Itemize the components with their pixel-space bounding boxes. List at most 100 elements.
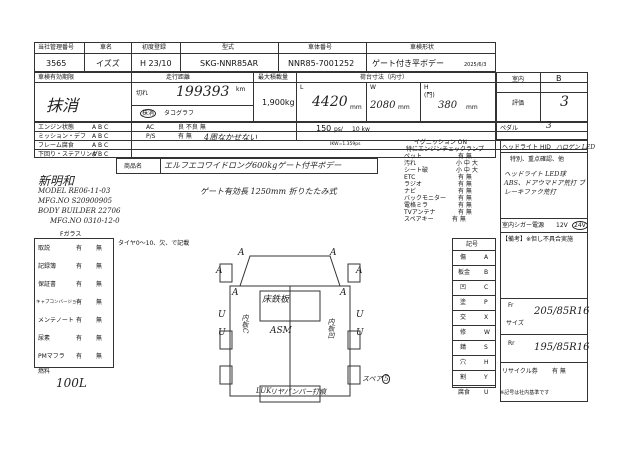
diagram-mark-4: U	[218, 328, 226, 338]
special-label: 特別、重点確認、他	[510, 156, 565, 163]
pedal-value: 3	[546, 121, 552, 131]
equip-sparekey: スペアキー有 無	[404, 216, 466, 223]
size-label: サイズ	[506, 320, 524, 327]
ac-label: AC	[146, 124, 155, 131]
status-mission-label: ミッション・デフ	[38, 133, 87, 140]
status-mission-opts: A B C	[92, 133, 109, 140]
recycle-label: リサイクル券	[502, 368, 538, 375]
rr-tire-size: 195/85R16	[534, 342, 590, 353]
mileage-unit: km	[236, 86, 246, 93]
sticker-opt-tacho: タコグラフ	[164, 110, 195, 117]
kire-label: 切れ	[136, 90, 149, 97]
left-notes: 新明和 MODEL RE06-11-03 MFG.NO S20900905 BO…	[38, 172, 218, 227]
equip-radio: ラジオ有 無	[404, 181, 472, 188]
check-pm: PMマフラ有無	[38, 353, 103, 360]
header-col-chassis: 車体番号	[308, 44, 333, 51]
fr-label: Fr	[508, 302, 514, 309]
status-under-opts: A B C	[92, 151, 109, 158]
ignition-sub: 特にエンジンチェックランプ	[406, 146, 484, 153]
legend-title: 記号	[466, 241, 479, 248]
diagram-mark-5: A	[356, 266, 363, 276]
cargo-h-value: 380	[438, 100, 458, 111]
checks-list: 取説有無 記録簿有無 保証書有無 キャブコンバージョン有無 メンテノート有無 尿…	[34, 240, 114, 366]
header-col-shape: 車検形状	[410, 44, 435, 51]
sticker-opt-cancel: 抹消	[140, 109, 157, 118]
check-urea: 尿素有無	[38, 335, 103, 342]
diagram-floor-note: 床鉄板	[262, 295, 290, 305]
car-name-value: イズズ	[96, 59, 120, 68]
diagram-mark-7: U	[356, 310, 364, 320]
cargo-l-value: 4420	[312, 94, 348, 110]
fr-tire-size: 205/85R16	[534, 306, 590, 317]
gate-note: ゲート有効長 1250mm 折りたたみ式	[200, 187, 337, 196]
ignition-title: イグニッション ON	[414, 139, 467, 146]
payload-label: 最大積載量	[258, 74, 289, 81]
mileage-label: 走行距離	[166, 74, 191, 81]
cargo-h-label: H	[424, 84, 429, 91]
equip-mirror: 電格ミラ有 無	[404, 202, 472, 209]
equip-backmonitor: バックモニター有 無	[404, 195, 472, 202]
diagram-mark-2: A	[238, 248, 245, 258]
rating-table	[496, 72, 588, 122]
cargo-w-unit: mm	[398, 104, 410, 111]
legend-table	[452, 238, 496, 388]
truck-diagram	[219, 255, 361, 403]
status-frame-label: フレーム腐食	[38, 142, 74, 149]
check-manual: 取説有無	[38, 245, 103, 252]
expiry-label: 車検有効期限	[38, 74, 75, 81]
diagram-rear-note: リヤバンパー打痕	[270, 388, 327, 396]
ps-value: 150	[316, 124, 332, 133]
footer-note: ※記号は社内基準です	[500, 390, 550, 396]
fuel-value: 100L	[56, 376, 87, 390]
remarks-label: 【備考】※但し不具合実施	[502, 236, 574, 243]
special-note: ヘッドライト LED球 ABS、ドアウマドア荒打 ブレーキファク荒打	[504, 170, 585, 196]
status-frame-opts: A B C	[92, 142, 109, 149]
header-col-car-name: 車名	[100, 44, 113, 51]
rating-value: 3	[560, 94, 569, 110]
hid-label: HID	[540, 144, 551, 151]
torque-value: 10 kw	[352, 126, 370, 133]
first-reg-value: H 23/10	[140, 59, 172, 68]
product-value: エルフエコワイドロング600kgゲート付平ボデー	[164, 161, 342, 170]
cargo-h-sub: (門)	[424, 92, 435, 99]
cargo-w-label: W	[370, 84, 376, 91]
equip-navi: ナビ有 無	[404, 188, 472, 195]
payload-value: 1,900kg	[262, 98, 295, 107]
check-maintnote: メンテノート有無	[38, 317, 103, 324]
sheet-date: 2025/6/3	[464, 62, 487, 68]
fuel-label: 燃料	[38, 368, 51, 375]
interior-grade: B	[556, 74, 562, 83]
led-handwritten: ハロゲン LED	[556, 144, 596, 151]
rating-label: 評価	[512, 100, 525, 107]
check-warranty: 保証書有無	[38, 281, 103, 288]
ps-conversion: IKW=1.359ps	[330, 142, 361, 147]
diagram-inner-left: 内板C	[241, 314, 249, 334]
header-col-first-reg: 初度登録	[142, 44, 167, 51]
check-cab: キャブコンバージョン有無	[36, 299, 103, 306]
headlight-label: ヘッドライト	[502, 144, 539, 151]
right-panel	[500, 140, 588, 402]
ps-opts: 有 無	[178, 133, 192, 140]
note-line-4: BODY BUILDER 22706	[38, 207, 121, 215]
diagram-mark-3: U	[218, 310, 226, 320]
diagram-mark-9: A	[232, 288, 239, 298]
row2-table	[34, 72, 496, 122]
cargo-w-value: 2080	[370, 100, 396, 111]
note-line-1: 新明和	[38, 174, 75, 188]
recycle-opts: 有 無	[552, 368, 566, 375]
pedal-label: ペダル	[500, 125, 519, 132]
check-record: 記録簿有無	[38, 263, 103, 270]
checks-table	[34, 238, 114, 368]
diagram-asm: ASM	[270, 326, 292, 336]
cargo-l-unit: mm	[350, 104, 362, 111]
